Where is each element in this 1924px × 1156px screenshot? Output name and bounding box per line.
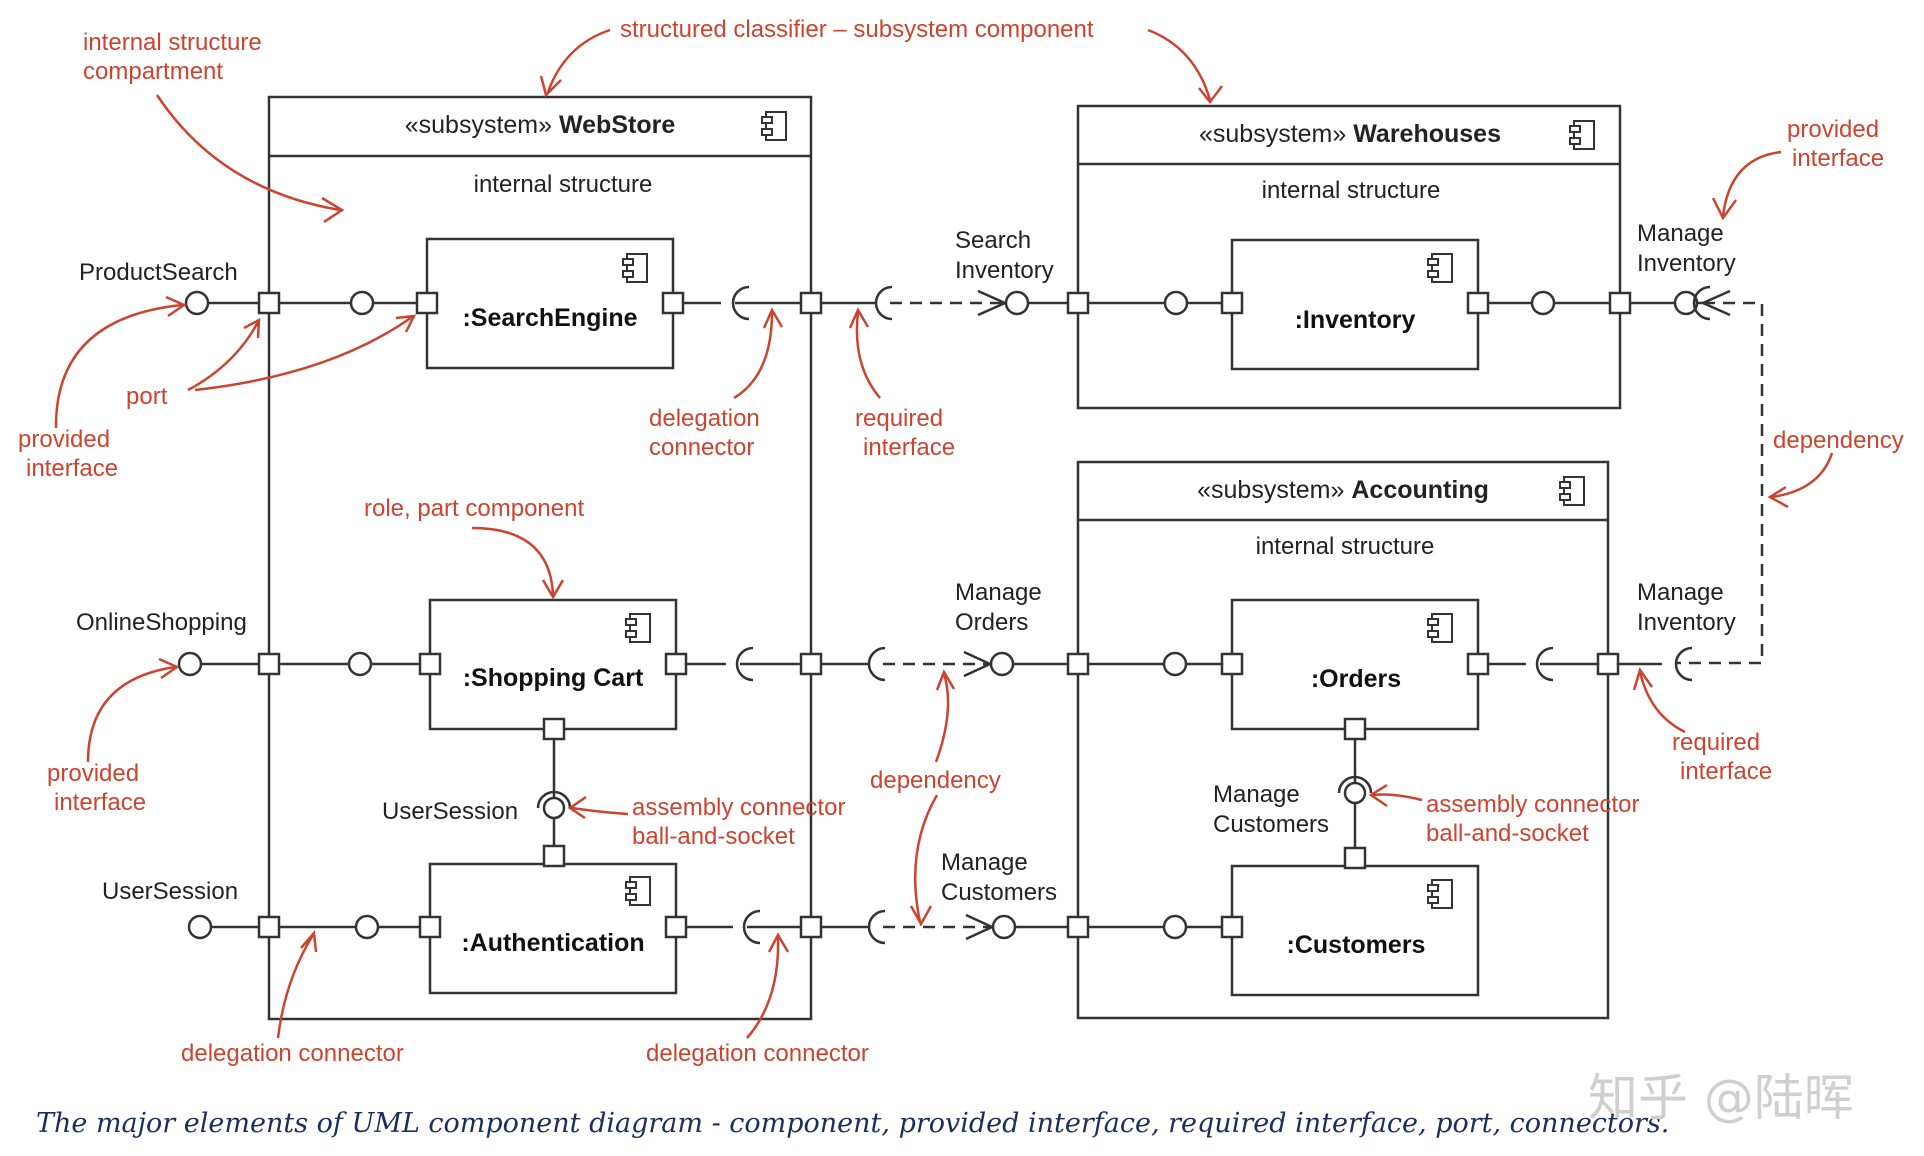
annotation-role-part-component: role, part component bbox=[364, 495, 584, 522]
annotation-dependency-mid: dependency bbox=[870, 767, 1001, 794]
warehouses-header: «subsystem» Warehouses bbox=[1199, 120, 1501, 148]
annotation-delegation-connector-bottom-mid: delegation connector bbox=[646, 1040, 869, 1067]
customers-part: :Customers bbox=[1230, 864, 1480, 997]
search-engine-part: :SearchEngine bbox=[425, 237, 675, 370]
accounting-internal-label: internal structure bbox=[1256, 533, 1435, 560]
webstore-header: «subsystem» WebStore bbox=[405, 111, 676, 139]
annotation-arrows bbox=[54, 28, 1834, 1039]
component-icon bbox=[761, 111, 787, 141]
annotation-dependency-right: dependency bbox=[1773, 427, 1904, 454]
watermark: 知乎 @陆晖 bbox=[1588, 1069, 1854, 1127]
product-search-label: ProductSearch bbox=[79, 259, 238, 286]
orders-label: :Orders bbox=[1311, 665, 1401, 693]
user-session-outer-label: UserSession bbox=[102, 878, 238, 905]
inventory-label: :Inventory bbox=[1295, 306, 1416, 334]
figure-caption: The major elements of UML component diag… bbox=[36, 1108, 1670, 1139]
component-icon bbox=[625, 613, 651, 643]
user-session-inner-label: UserSession bbox=[382, 798, 518, 825]
shopping-cart-part: :Shopping Cart bbox=[428, 598, 678, 731]
accounting-header: «subsystem» Accounting bbox=[1197, 476, 1489, 504]
shopping-cart-label: :Shopping Cart bbox=[463, 664, 644, 692]
provided-interface-balls bbox=[177, 290, 1699, 940]
orders-part: :Orders bbox=[1230, 598, 1480, 731]
online-shopping-label: OnlineShopping bbox=[76, 609, 247, 636]
search-engine-label: :SearchEngine bbox=[462, 304, 637, 332]
component-icon bbox=[1569, 120, 1595, 150]
annotation-delegation-connector-bottom-left: delegation connector bbox=[181, 1040, 404, 1067]
required-interface-sockets bbox=[536, 285, 1711, 945]
ports bbox=[257, 291, 1632, 939]
component-icon bbox=[1427, 879, 1453, 909]
warehouses-internal-label: internal structure bbox=[1262, 177, 1441, 204]
annotation-structured-classifier: structured classifier – subsystem compon… bbox=[620, 16, 1094, 43]
webstore-internal-label: internal structure bbox=[474, 171, 653, 198]
component-icon bbox=[625, 876, 651, 906]
annotation-port: port bbox=[126, 383, 168, 410]
inventory-part: :Inventory bbox=[1230, 238, 1480, 371]
component-icon bbox=[622, 253, 648, 283]
authentication-part: :Authentication bbox=[428, 862, 678, 995]
component-icon bbox=[1559, 476, 1585, 506]
component-icon bbox=[1427, 253, 1453, 283]
authentication-label: :Authentication bbox=[461, 929, 644, 957]
customers-label: :Customers bbox=[1287, 931, 1426, 959]
interface-labels: ProductSearch OnlineShopping UserSession… bbox=[76, 220, 1736, 906]
component-icon bbox=[1427, 613, 1453, 643]
